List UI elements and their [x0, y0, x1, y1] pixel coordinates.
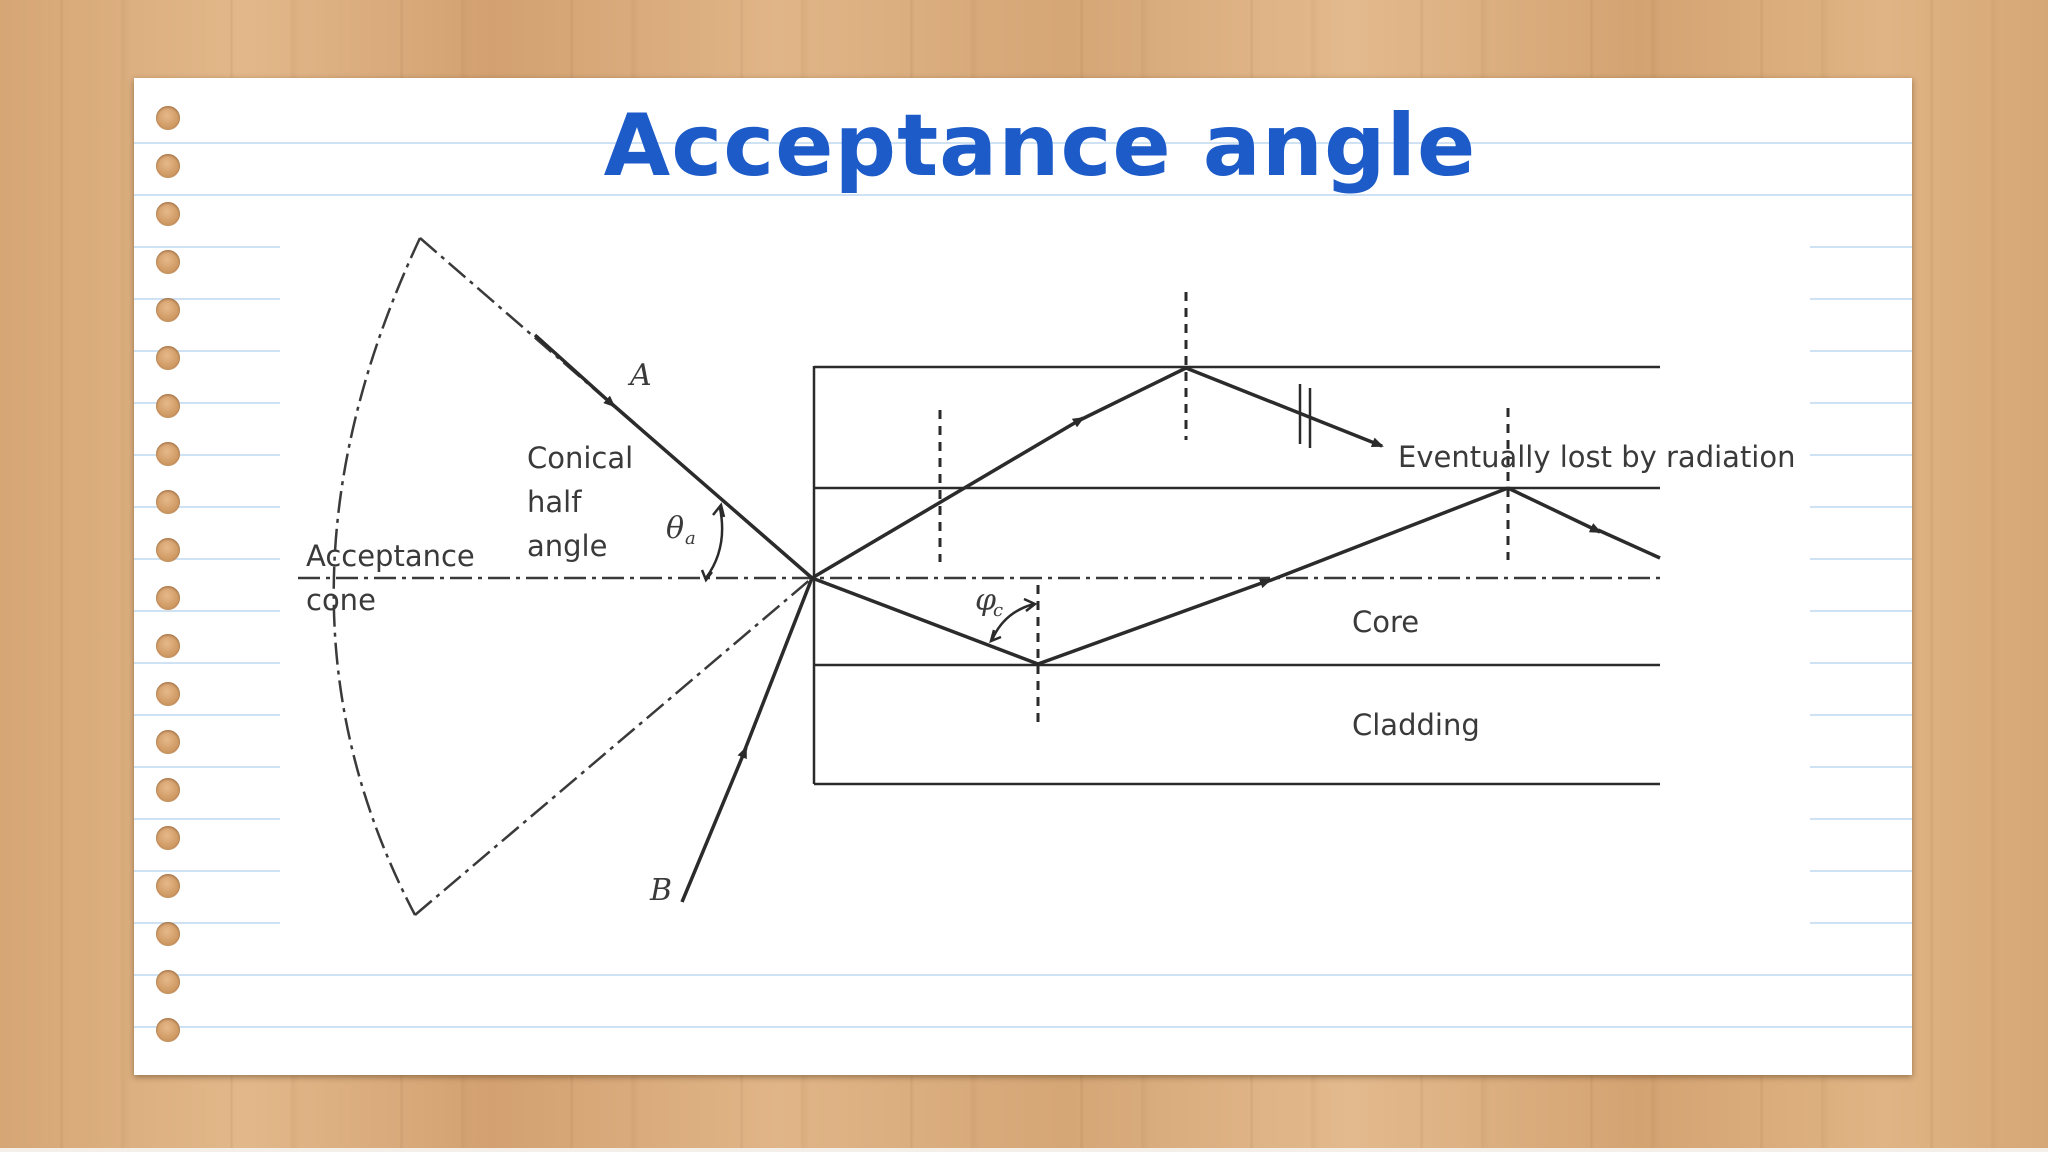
binder-hole	[156, 490, 180, 514]
binder-hole	[156, 826, 180, 850]
paper-rule	[134, 1026, 1912, 1028]
bottom-strip	[0, 1148, 2048, 1152]
binder-hole	[156, 586, 180, 610]
conical-half-angle-line3: angle	[527, 529, 607, 563]
binder-hole	[156, 682, 180, 706]
core-label: Core	[1352, 605, 1419, 639]
binder-hole	[156, 346, 180, 370]
binder-hole	[156, 154, 180, 178]
escaping-ray-segment	[1079, 366, 1187, 422]
escaping-ray-segment	[1185, 366, 1384, 448]
binder-hole	[156, 730, 180, 754]
phi-symbol: φ	[975, 583, 996, 618]
cladding-label: Cladding	[1352, 708, 1480, 742]
escaping-ray-segment	[811, 416, 1085, 580]
slide-title: Acceptance angle	[603, 96, 1477, 196]
theta-arrow-tip	[712, 502, 726, 518]
theta-symbol: θ	[666, 511, 684, 546]
guided-ray-segment	[1265, 486, 1509, 584]
binder-hole	[156, 394, 180, 418]
ray-a-label: A	[627, 358, 652, 393]
theta-arrow-tip	[700, 569, 713, 583]
ray-a-segment	[533, 333, 616, 408]
phi-subscript: c	[993, 600, 1003, 621]
ray-b-segment	[680, 746, 748, 903]
ray-b-segment	[742, 577, 814, 753]
phi-arrow-tip	[989, 629, 1002, 644]
cone-arc	[332, 237, 422, 916]
paper-rule	[134, 974, 1912, 976]
binder-hole	[156, 1018, 180, 1042]
acceptance-cone-line1: Acceptance	[306, 539, 475, 573]
theta-angle-arc	[704, 507, 724, 579]
theta-subscript: a	[685, 528, 696, 549]
binder-hole	[156, 634, 180, 658]
ray-b-label: B	[649, 873, 672, 908]
guided-ray-segment	[811, 576, 1039, 666]
figure-background	[280, 245, 1810, 945]
binder-hole	[156, 106, 180, 130]
acceptance-cone-line2: cone	[306, 583, 376, 617]
phi-angle-arc	[990, 602, 1035, 641]
paper-rule	[134, 194, 1912, 196]
binder-hole	[156, 298, 180, 322]
ray-a-segment	[610, 402, 814, 580]
binder-hole	[156, 202, 180, 226]
guided-ray-segment	[1507, 486, 1602, 534]
paper-rule	[134, 142, 1912, 144]
conical-half-angle-line2: half	[527, 485, 582, 519]
binder-hole	[156, 250, 180, 274]
radiation-loss-label: Eventually lost by radiation	[1398, 440, 1796, 474]
phi-arrow-tip	[1023, 597, 1038, 612]
guided-ray-segment	[1037, 578, 1272, 666]
binder-hole	[156, 970, 180, 994]
binder-hole	[156, 442, 180, 466]
binder-hole	[156, 874, 180, 898]
binder-hole	[156, 922, 180, 946]
conical-half-angle-line1: Conical	[527, 441, 633, 475]
cone-lower-edge	[414, 577, 813, 916]
binder-hole	[156, 538, 180, 562]
guided-ray-segment	[1597, 528, 1661, 560]
binder-hole	[156, 778, 180, 802]
